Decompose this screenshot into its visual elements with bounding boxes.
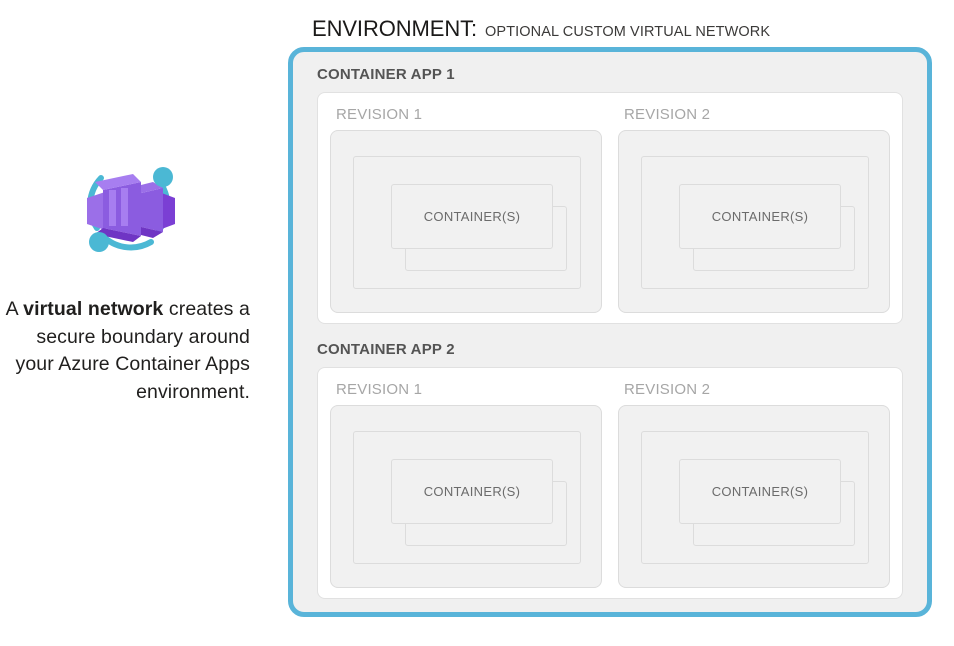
illustration-column: A virtual network creates a secure bound…: [0, 150, 262, 407]
azure-container-apps-icon: [87, 167, 175, 252]
container-stack: CONTAINER(S): [641, 431, 869, 564]
container-app-1-revision-1: REVISION 1 CONTAINER(S): [330, 103, 602, 313]
container-card-label: CONTAINER(S): [423, 484, 521, 499]
container-app-2-revision-1-box: CONTAINER(S): [330, 405, 602, 588]
container-app-1-revision-2-box: CONTAINER(S): [618, 130, 890, 313]
container-card-front: CONTAINER(S): [679, 459, 841, 524]
container-app-2-revision-1-label: REVISION 1: [336, 381, 423, 398]
container-group-outline: [641, 431, 869, 564]
container-group-outline: [641, 156, 869, 289]
container-app-1: CONTAINER APP 1 REVISION 1 CONTAINER(S): [317, 62, 903, 324]
container-card-label: CONTAINER(S): [711, 484, 809, 499]
container-app-1-revision-2-label: REVISION 2: [624, 106, 711, 123]
container-app-1-revision-1-box: CONTAINER(S): [330, 130, 602, 313]
container-stack: CONTAINER(S): [353, 431, 581, 564]
container-group-outline: [353, 156, 581, 289]
container-card-front: CONTAINER(S): [679, 184, 841, 249]
environment-boundary: CONTAINER APP 1 REVISION 1 CONTAINER(S): [288, 47, 932, 617]
container-app-2-label: CONTAINER APP 2: [317, 341, 455, 358]
container-app-2-revision-2-box: CONTAINER(S): [618, 405, 890, 588]
caption-text: A virtual network creates a secure bound…: [0, 296, 262, 407]
container-app-1-panel: REVISION 1 CONTAINER(S) REVISION 2: [317, 92, 903, 324]
container-group-outline: [353, 431, 581, 564]
container-app-1-revision-2: REVISION 2 CONTAINER(S): [618, 103, 890, 313]
container-app-2: CONTAINER APP 2 REVISION 1 CONTAINER(S): [317, 337, 903, 599]
container-app-1-revision-1-label: REVISION 1: [336, 106, 423, 123]
container-app-2-revision-2-label: REVISION 2: [624, 381, 711, 398]
environment-title-main: ENVIRONMENT:: [312, 16, 478, 41]
container-card-label: CONTAINER(S): [423, 209, 521, 224]
caption-prefix: A: [5, 298, 24, 320]
container-card-front: CONTAINER(S): [391, 459, 553, 524]
container-app-1-label: CONTAINER APP 1: [317, 66, 455, 83]
container-stack: CONTAINER(S): [641, 156, 869, 289]
container-card-label: CONTAINER(S): [711, 209, 809, 224]
container-stack: CONTAINER(S): [353, 156, 581, 289]
container-app-2-revision-2: REVISION 2 CONTAINER(S): [618, 378, 890, 588]
container-app-2-revision-1: REVISION 1 CONTAINER(S): [330, 378, 602, 588]
environment-title: ENVIRONMENT: OPTIONAL CUSTOM VIRTUAL NET…: [312, 16, 770, 42]
container-card-front: CONTAINER(S): [391, 184, 553, 249]
caption-emphasis: virtual network: [23, 298, 164, 320]
environment-title-subtitle: OPTIONAL CUSTOM VIRTUAL NETWORK: [485, 24, 771, 40]
caption-suffix: creates a secure boundary around your Az…: [15, 298, 250, 404]
container-app-2-panel: REVISION 1 CONTAINER(S) REVISION 2: [317, 367, 903, 599]
